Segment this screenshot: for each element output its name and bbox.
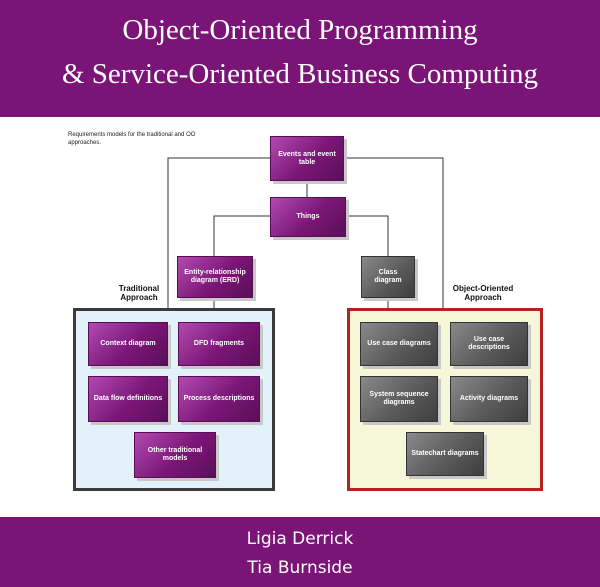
node-system-sequence-diagrams: System sequence diagrams: [360, 376, 438, 422]
node-erd: Entity-relationship diagram (ERD): [177, 256, 253, 298]
node-other-traditional-models: Other traditional models: [134, 432, 216, 478]
author-banner: Ligia Derrick Tia Burnside: [0, 517, 600, 587]
connector-things-class: [346, 215, 389, 256]
node-use-case-descriptions: Use case descriptions: [450, 322, 528, 366]
author-name-1: Ligia Derrick: [246, 529, 354, 549]
traditional-approach-label: Traditional Approach: [118, 284, 160, 302]
node-dfd-fragments: DFD fragments: [178, 322, 260, 366]
node-class-diagram: Class diagram: [361, 256, 415, 298]
title-banner: Object-Oriented Programming & Service-Or…: [0, 0, 600, 117]
diagram-caption: Requirements models for the traditional …: [68, 132, 196, 146]
title-line-1: Object-Oriented Programming: [122, 14, 478, 46]
title-line-2: & Service-Oriented Business Computing: [61, 58, 539, 90]
node-statechart-diagrams: Statechart diagrams: [406, 432, 484, 476]
node-activity-diagrams: Activity diagrams: [450, 376, 528, 422]
node-process-descriptions: Process descriptions: [178, 376, 260, 422]
node-events-table: Events and event table: [270, 136, 344, 181]
node-things: Things: [270, 197, 346, 237]
author-name-2: Tia Burnside: [247, 558, 353, 578]
connector-things-erd: [213, 215, 270, 256]
node-data-flow-definitions: Data flow definitions: [88, 376, 168, 422]
oo-approach-label: Object-Oriented Approach: [452, 284, 514, 302]
node-context-diagram: Context diagram: [88, 322, 168, 366]
node-use-case-diagrams: Use case diagrams: [360, 322, 438, 366]
connector-events-traditional: [167, 157, 270, 308]
connector-events-oo: [344, 157, 444, 308]
